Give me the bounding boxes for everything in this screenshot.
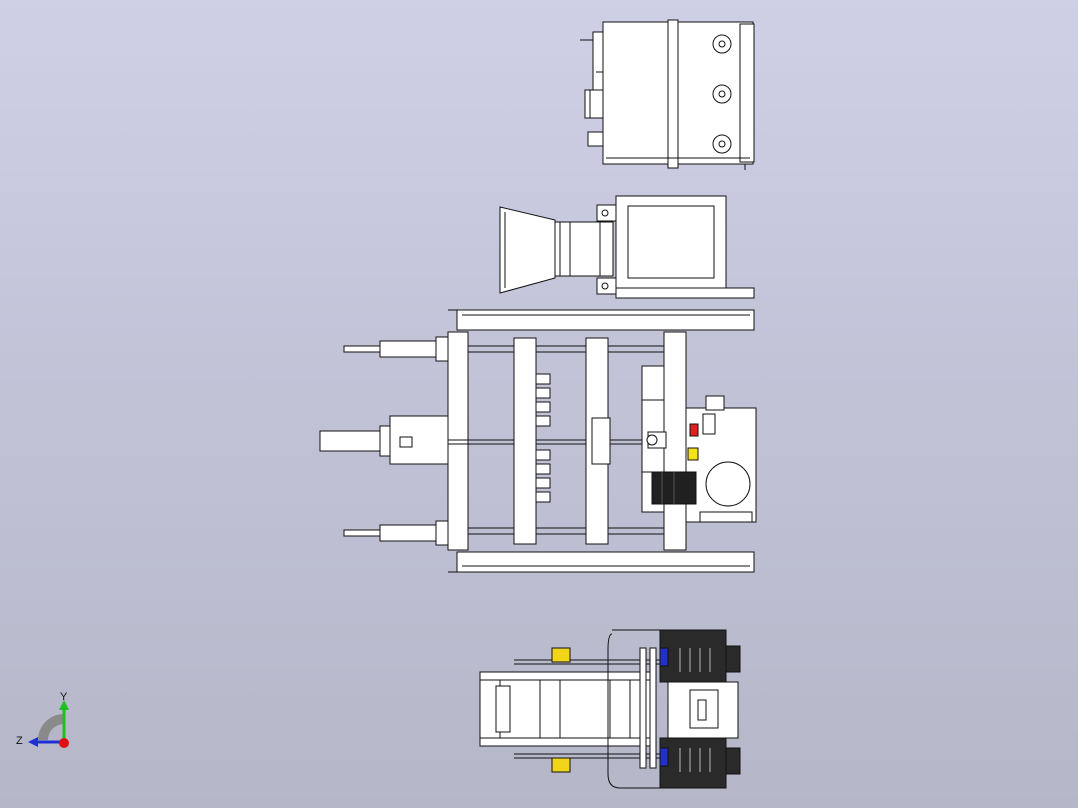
hopper-frame-assembly[interactable] (499, 195, 755, 299)
triad-z-label: Z (16, 735, 23, 747)
flange-bolt-circle (712, 34, 732, 154)
drive-bottom-view-assembly[interactable] (479, 629, 741, 789)
cylinder-middle (319, 415, 449, 465)
motor-gearbox[interactable] (646, 395, 757, 523)
main-frame-assembly[interactable] (319, 309, 757, 573)
triad-y-axis (59, 700, 69, 740)
platen-tooth-row (535, 373, 551, 503)
triad-x-axis (59, 738, 69, 748)
tire-tread (679, 648, 711, 772)
cylinder-bottom (343, 520, 449, 546)
coordinate-triad: Y Z (16, 691, 69, 748)
triad-y-label: Y (60, 691, 68, 703)
top-housing-assembly[interactable] (580, 19, 755, 170)
cylinder-top (343, 336, 449, 362)
